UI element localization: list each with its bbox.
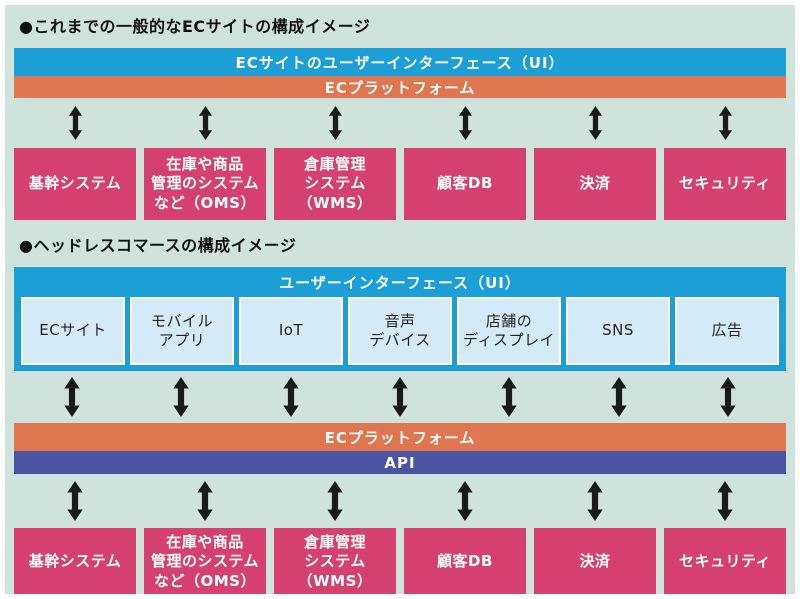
section1-systems-row: 基幹システム 在庫や商品 管理のシステム など（OMS） 倉庫管理 システム （… [14,148,786,220]
double-arrow-icon [534,481,656,521]
section1-title: ●これまでの一般的なECサイトの構成イメージ [19,17,371,36]
section2-api-bar: API [14,451,786,474]
channel-box-ec-site: ECサイト [21,297,125,365]
double-arrow-icon [14,481,136,521]
double-arrow-icon [678,377,779,417]
system-box-customer-db: 顧客DB [404,148,526,220]
double-arrow-icon [274,106,396,140]
double-arrow-icon [21,377,122,417]
system-box-security: セキュリティ [664,528,786,594]
double-arrow-icon [568,377,669,417]
section1-ui-bar: ECサイトのユーザーインターフェース（UI） [14,48,786,76]
double-arrow-icon [664,106,786,140]
system-box-payment: 決済 [534,528,656,594]
channel-box-store-display: 店舗の ディスプレイ [457,297,561,365]
double-arrow-icon [404,481,526,521]
system-box-oms: 在庫や商品 管理のシステム など（OMS） [144,148,266,220]
double-arrow-icon [459,377,560,417]
section1-arrow-row [14,98,786,148]
section2-channels-row: ECサイト モバイル アプリ IoT 音声 デバイス 店舗の ディスプレイ SN… [21,297,779,365]
double-arrow-icon [144,481,266,521]
system-box-core: 基幹システム [14,148,136,220]
section2-systems-row: 基幹システム 在庫や商品 管理のシステム など（OMS） 倉庫管理 システム （… [14,528,786,594]
section1-platform-bar: ECプラットフォーム [14,76,786,98]
double-arrow-icon [14,106,136,140]
channel-box-mobile-app: モバイル アプリ [130,297,234,365]
section2-arrow-row-upper [14,371,786,423]
channel-box-voice-device: 音声 デバイス [348,297,452,365]
double-arrow-icon [130,377,231,417]
system-box-customer-db: 顧客DB [404,528,526,594]
channel-box-ads: 広告 [675,297,779,365]
system-box-wms: 倉庫管理 システム （WMS） [274,148,396,220]
section2-ui-container: ユーザーインターフェース（UI） ECサイト モバイル アプリ IoT 音声 デ… [14,267,786,371]
double-arrow-icon [240,377,341,417]
section2-title: ●ヘッドレスコマースの構成イメージ [19,236,297,255]
double-arrow-icon [664,481,786,521]
section2-platform-bar: ECプラットフォーム [14,423,786,451]
channel-box-sns: SNS [566,297,670,365]
double-arrow-icon [404,106,526,140]
section2-arrow-row-lower [14,474,786,528]
double-arrow-icon [144,106,266,140]
channel-box-iot: IoT [239,297,343,365]
diagram-panel: ●これまでの一般的なECサイトの構成イメージ ECサイトのユーザーインターフェー… [5,5,795,594]
system-box-core: 基幹システム [14,528,136,594]
system-box-oms: 在庫や商品 管理のシステム など（OMS） [144,528,266,594]
section2-ui-bar: ユーザーインターフェース（UI） [279,273,521,292]
double-arrow-icon [274,481,396,521]
system-box-security: セキュリティ [664,148,786,220]
system-box-wms: 倉庫管理 システム （WMS） [274,528,396,594]
system-box-payment: 決済 [534,148,656,220]
double-arrow-icon [534,106,656,140]
double-arrow-icon [349,377,450,417]
